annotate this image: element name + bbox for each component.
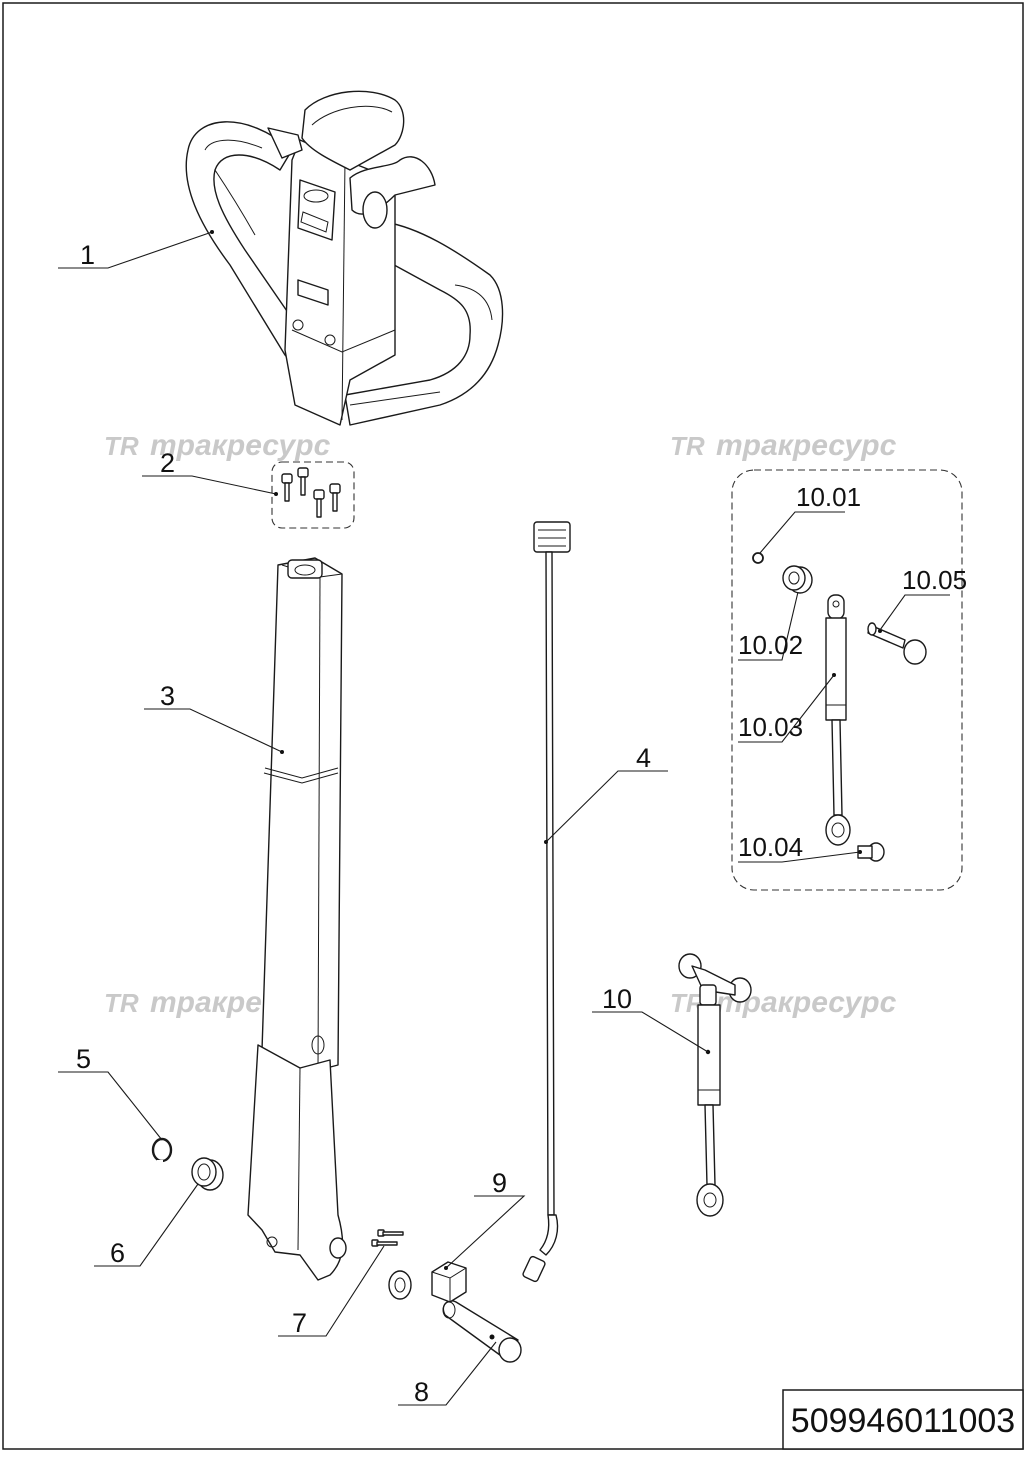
document-number-box: 509946011003 [782,1389,1024,1450]
part-bushing-pin [388,1270,412,1300]
subassembly-frame [731,469,963,891]
part-10-04-pin [857,842,885,862]
callout-7: 7 [292,1308,307,1338]
callout-10: 10 [602,984,632,1014]
part-block [431,1261,467,1303]
part-10-05-pin [867,622,927,665]
callout-10-05: 10.05 [902,565,967,595]
callout-10-01: 10.01 [796,482,861,512]
svg-text:тракресурс: тракресурс [716,429,897,462]
part-bolt-set [271,461,355,529]
svg-text:TR: TR [104,988,139,1018]
document-number: 509946011003 [791,1402,1015,1440]
part-10-03-gas-spring [825,594,851,846]
callout-10-02: 10.02 [738,630,803,660]
watermark-1: TR тракресурс [104,429,331,462]
svg-text:TR: TR [670,431,705,461]
part-10-02-bushing [782,565,813,594]
part-gas-spring [678,953,752,1217]
part-retaining-ring [151,1137,173,1164]
part-small-bolts [371,1229,404,1247]
callout-10-04: 10.04 [738,832,803,862]
leader-lines [58,230,950,1406]
part-tiller-arm [247,557,347,1281]
part-pivot-pin [442,1300,522,1363]
svg-text:тракресурс: тракресурс [150,429,331,462]
callout-6: 6 [110,1238,125,1268]
callout-9: 9 [492,1168,507,1198]
callout-2: 2 [160,448,175,478]
callout-1: 1 [80,240,95,270]
part-handle-head [185,90,504,426]
part-cable-harness [522,521,571,1283]
callout-4: 4 [636,743,651,773]
part-10-01-ring [752,552,764,564]
watermark-2: TR тракресурс [670,429,897,462]
callout-3: 3 [160,681,175,711]
callout-5: 5 [76,1044,91,1074]
svg-text:TR: TR [104,431,139,461]
callout-8: 8 [414,1377,429,1407]
part-bushing-6 [191,1157,224,1191]
callout-10-03: 10.03 [738,712,803,742]
